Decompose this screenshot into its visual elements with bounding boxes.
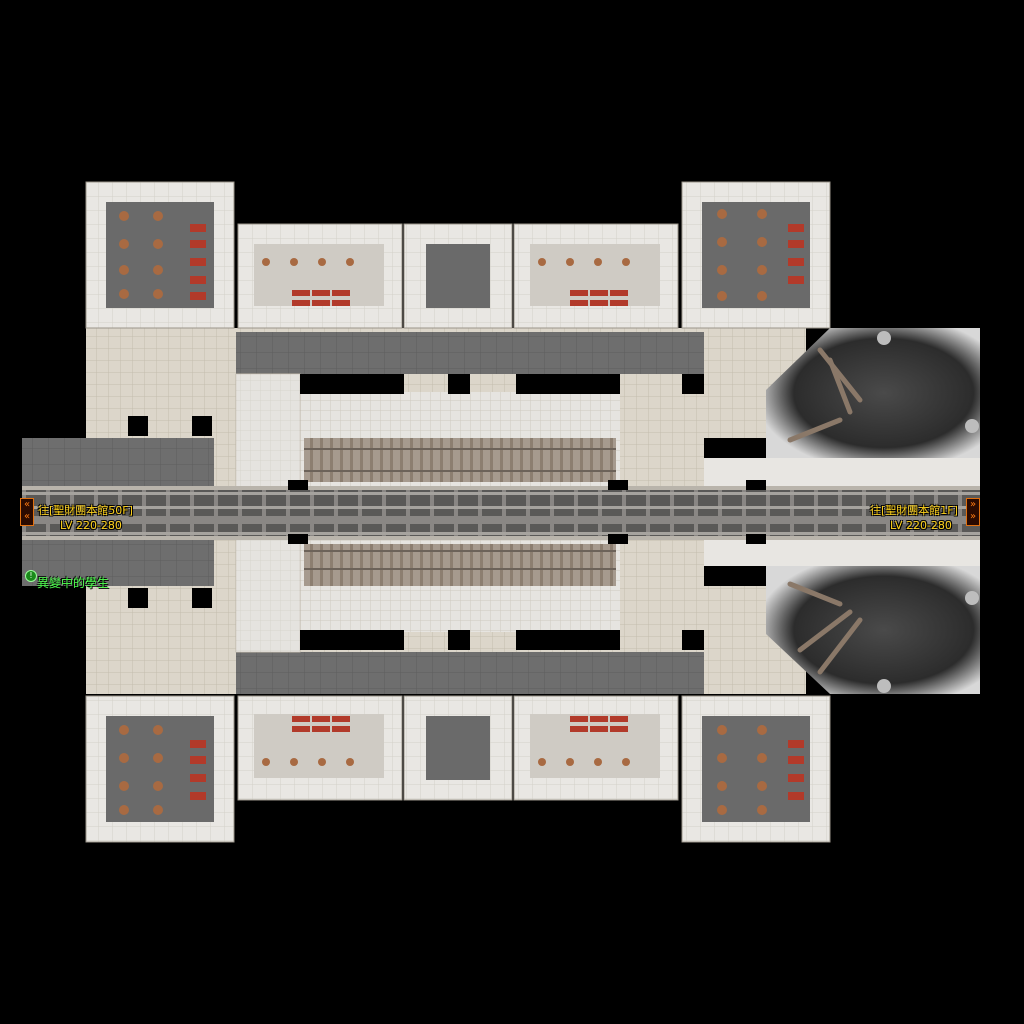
double-chevron-left-icon: « [23, 499, 31, 510]
double-chevron-right-icon: » [969, 511, 977, 522]
inner-track-bottom [304, 544, 616, 586]
npc-name[interactable]: 異變中的學生 [37, 576, 110, 590]
machinery [119, 209, 804, 815]
left-platform-bottom [22, 540, 214, 586]
portal-right-destination: 往[聖財團本館1F] [870, 504, 958, 517]
portal-right[interactable]: » » [966, 498, 980, 526]
top-walkway [236, 332, 704, 374]
portal-right-level: LV 220-280 [890, 519, 952, 532]
dark-room-top [766, 328, 980, 458]
rooms-bottom [85, 695, 831, 843]
rooms-top [85, 181, 831, 329]
portal-left[interactable]: « « [20, 498, 34, 526]
quest-npc-icon[interactable]: ! [25, 570, 37, 582]
portal-left-destination: 往[聖財團本館50F] [38, 504, 133, 517]
left-platform-top [22, 438, 214, 486]
double-chevron-right-icon: » [969, 499, 977, 510]
main-rail [22, 486, 980, 540]
inner-track-top [304, 438, 616, 482]
double-chevron-left-icon: « [23, 511, 31, 522]
pillars [128, 374, 766, 650]
portal-left-level: LV 220-280 [60, 519, 122, 532]
bottom-walkway [236, 652, 704, 694]
